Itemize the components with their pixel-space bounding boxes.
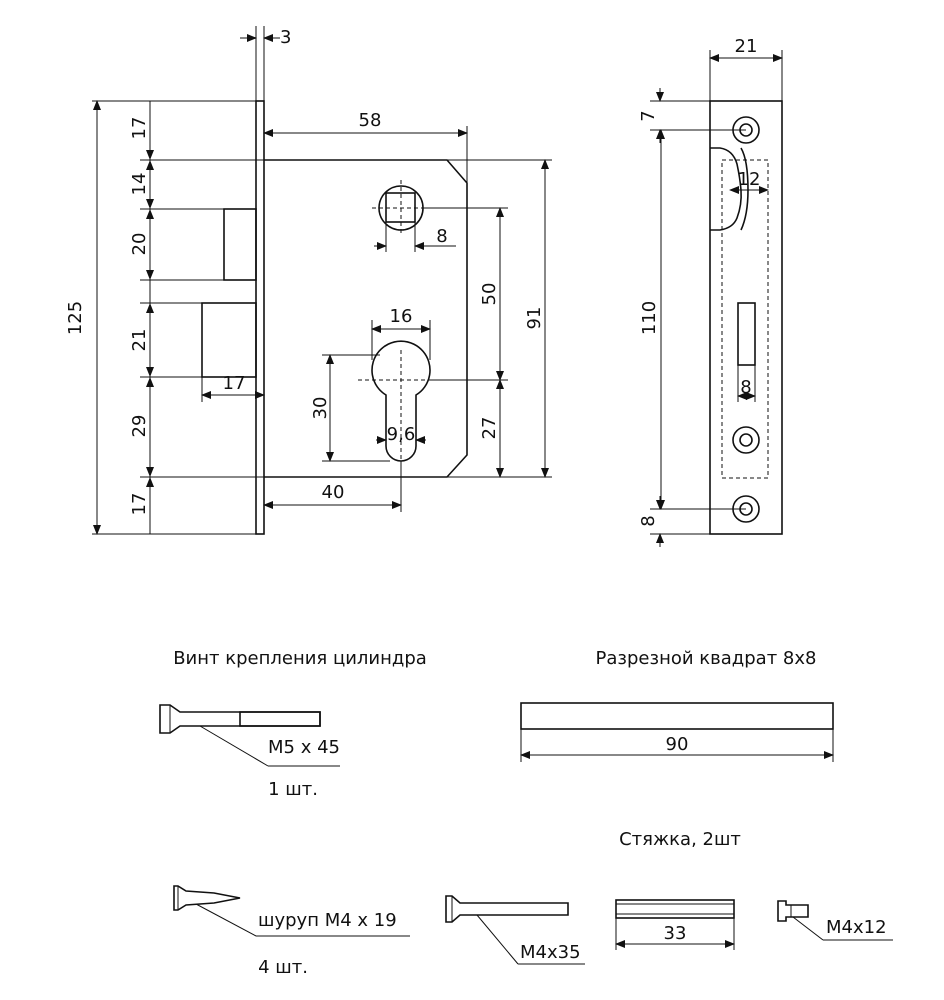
tie-nut-size: М4х12 [826, 917, 887, 938]
dim-cyl-to-bottom: 27 [479, 417, 500, 440]
front-view: 125 17 14 20 21 29 17 3 58 17 8 16 [65, 26, 552, 535]
tie-sleeve-length: 33 [664, 923, 687, 944]
dim-seg-29: 29 [129, 415, 150, 438]
dim-seg-top: 17 [129, 117, 150, 140]
wood-screw-group: шуруп М4 х 19 4 шт. [173, 885, 410, 978]
wood-screw-size: шуруп М4 х 19 [258, 910, 397, 931]
dim-latch-width: 8 [740, 377, 751, 398]
dim-125: 125 [65, 301, 86, 335]
cylinder-screw-size: М5 х 45 [268, 737, 340, 758]
cylinder-cutout [371, 340, 431, 462]
wood-screw-drawing [173, 885, 241, 911]
cylinder-screw-title: Винт крепления цилиндра [173, 648, 427, 669]
split-square-group: Разрезной квадрат 8х8 90 [520, 648, 834, 762]
dim-center-distance: 50 [479, 283, 500, 306]
dim-thickness: 3 [280, 27, 291, 48]
dim-cylinder-height: 30 [310, 397, 331, 420]
dim-seg-bottom: 17 [129, 493, 150, 516]
cylinder-screw-qty: 1 шт. [268, 779, 318, 800]
dim-bolt-projection: 17 [223, 373, 246, 394]
split-square-length: 90 [666, 734, 689, 755]
dim-side-width: 21 [735, 36, 758, 57]
dim-top-screw: 7 [638, 110, 659, 121]
faceplate [255, 100, 265, 535]
dim-seg-20: 20 [129, 233, 150, 256]
dim-bottom-screw: 8 [638, 515, 659, 526]
dim-screw-spacing: 110 [639, 301, 660, 335]
split-square-title: Разрезной квадрат 8х8 [596, 648, 817, 669]
side-hidden-body [721, 159, 769, 479]
dim-slot-width: 12 [738, 169, 761, 190]
tie-title: Стяжка, 2шт [619, 829, 741, 850]
tie-sleeve-drawing [615, 899, 735, 919]
latch [223, 208, 257, 281]
dim-backset: 40 [322, 482, 345, 503]
tie-nut-drawing [777, 900, 809, 922]
dim-cylinder-pin: 9,6 [387, 424, 416, 445]
dim-58: 58 [359, 110, 382, 131]
tie-bolt-drawing [445, 895, 569, 923]
tie-group: Стяжка, 2шт М4х35 33 М4х12 [445, 829, 893, 965]
dim-seg-14: 14 [129, 173, 150, 196]
cylinder-screw-group: Винт крепления цилиндра М5 х 45 1 шт. [159, 648, 427, 800]
lock-body [264, 159, 468, 478]
tie-bolt-size: М4х35 [520, 942, 581, 963]
dim-cylinder-width: 16 [390, 306, 413, 327]
screw-middle [732, 426, 760, 454]
dim-body-height: 91 [524, 307, 545, 330]
dim-seg-21: 21 [129, 329, 150, 352]
deadbolt [201, 302, 257, 378]
side-view: 21 7 12 110 8 8 [638, 36, 783, 547]
dim-square: 8 [436, 226, 447, 247]
split-square-drawing [520, 702, 834, 730]
wood-screw-qty: 4 шт. [258, 957, 308, 978]
side-faceplate [709, 100, 783, 535]
side-bolt-slot [737, 302, 756, 366]
